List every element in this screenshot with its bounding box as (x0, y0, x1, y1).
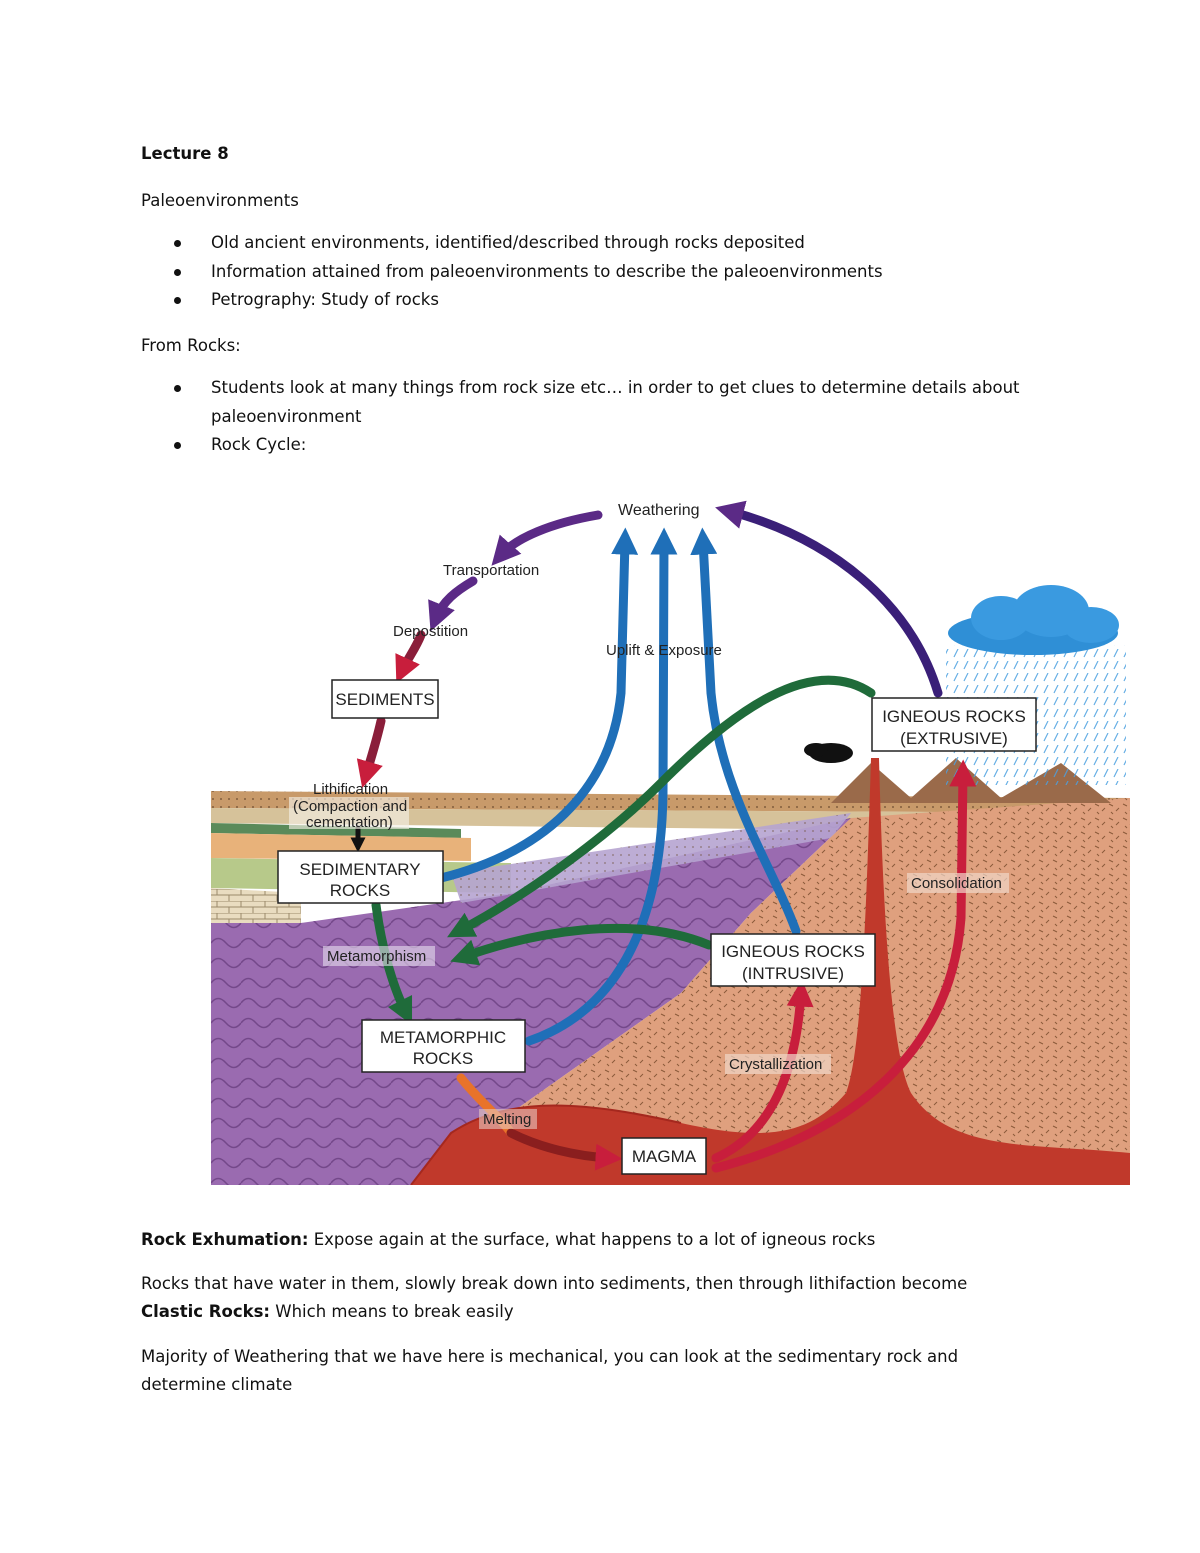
label-consolidation: Consolidation (911, 875, 1002, 892)
bullet-dot (174, 240, 181, 247)
arrow-melting-to-magma (506, 1128, 623, 1171)
svg-text:(INTRUSIVE): (INTRUSIVE) (742, 964, 844, 983)
label-deposition: Depostition (393, 623, 468, 640)
box-sediments: SEDIMENTS (331, 679, 439, 719)
svg-text:(EXTRUSIVE): (EXTRUSIVE) (900, 729, 1008, 748)
rain-cloud-icon (946, 585, 1126, 785)
box-magma: MAGMA (621, 1137, 707, 1175)
svg-text:ROCKS: ROCKS (413, 1049, 473, 1068)
label-uplift: Uplift & Exposure (606, 642, 722, 659)
svg-text:IGNEOUS ROCKS: IGNEOUS ROCKS (882, 707, 1026, 726)
bullet-dot (174, 385, 181, 392)
box-metamorphic-rocks: METAMORPHIC ROCKS (361, 1019, 526, 1073)
rock-cycle-diagram: Weathering Transportation Depostition Up… (211, 493, 1130, 1185)
bullet-list-2: Students look at many things from rock s… (141, 374, 1061, 460)
label-compaction: (Compaction and (293, 798, 407, 815)
arrow-uplift-1 (436, 527, 639, 883)
para-clastic-rocks: Rocks that have water in them, slowly br… (141, 1274, 968, 1321)
svg-text:METAMORPHIC: METAMORPHIC (380, 1028, 506, 1047)
label-melting: Melting (483, 1111, 531, 1128)
term-rock-exhumation: Rock Exhumation: (141, 1230, 309, 1249)
arrow-deposition-sediments (395, 630, 426, 684)
arrow-weathering-transport (491, 510, 603, 566)
box-igneous-intrusive: IGNEOUS ROCKS (INTRUSIVE) (710, 933, 876, 987)
cycle-arrows (350, 500, 977, 1173)
label-cementation: cementation) (306, 814, 393, 831)
list-item: Students look at many things from rock s… (141, 374, 1061, 431)
bullet-dot (174, 268, 181, 276)
arrow-intrusive-metamorphism (450, 923, 714, 966)
para-weathering: Majority of Weathering that we have here… (141, 1347, 959, 1394)
heading-from-rocks: From Rocks: (141, 336, 241, 355)
svg-text:SEDIMENTARY: SEDIMENTARY (299, 860, 420, 879)
lecture-title: Lecture 8 (141, 144, 229, 163)
list-item: Information attained from paleoenvironme… (141, 258, 1071, 287)
box-igneous-extrusive: IGNEOUS ROCKS (EXTRUSIVE) (871, 697, 1037, 752)
label-crystallization: Crystallization (729, 1056, 822, 1073)
svg-text:IGNEOUS ROCKS: IGNEOUS ROCKS (721, 942, 865, 961)
arrow-extrusive-metamorphism (447, 675, 876, 938)
arrow-uplift-3 (690, 527, 801, 936)
para-rock-exhumation: Rock Exhumation: Expose again at the sur… (141, 1230, 876, 1249)
bullet-dot (174, 442, 181, 449)
label-metamorphism: Metamorphism (327, 948, 426, 965)
box-sedimentary-rocks: SEDIMENTARY ROCKS (277, 850, 444, 904)
arrow-consolidation (711, 759, 977, 1173)
arrow-transport-deposition (428, 576, 478, 632)
label-weathering: Weathering (618, 502, 700, 519)
arrow-uplift-2 (524, 527, 678, 1046)
list-item: Rock Cycle: (141, 431, 1061, 460)
svg-text:MAGMA: MAGMA (632, 1147, 697, 1166)
svg-text:ROCKS: ROCKS (330, 881, 390, 900)
term-clastic-rocks: Clastic Rocks: (141, 1302, 271, 1321)
label-transportation: Transportation (443, 562, 539, 579)
bullet-list-1: Old ancient environments, identified/des… (141, 229, 1071, 315)
list-item: Old ancient environments, identified/des… (141, 229, 1071, 258)
list-item: Petrography: Study of rocks (141, 286, 1071, 315)
ash-plume-icon (804, 743, 853, 763)
magma-body (410, 758, 1130, 1185)
label-lithification: Lithification (313, 781, 388, 798)
svg-text:SEDIMENTS: SEDIMENTS (335, 690, 434, 709)
heading-paleoenvironments: Paleoenvironments (141, 191, 299, 210)
arrow-lithification (356, 716, 386, 788)
arrow-extrusive-weathering (715, 500, 943, 698)
bullet-dot (174, 297, 181, 304)
arrow-crystallization (711, 979, 814, 1163)
